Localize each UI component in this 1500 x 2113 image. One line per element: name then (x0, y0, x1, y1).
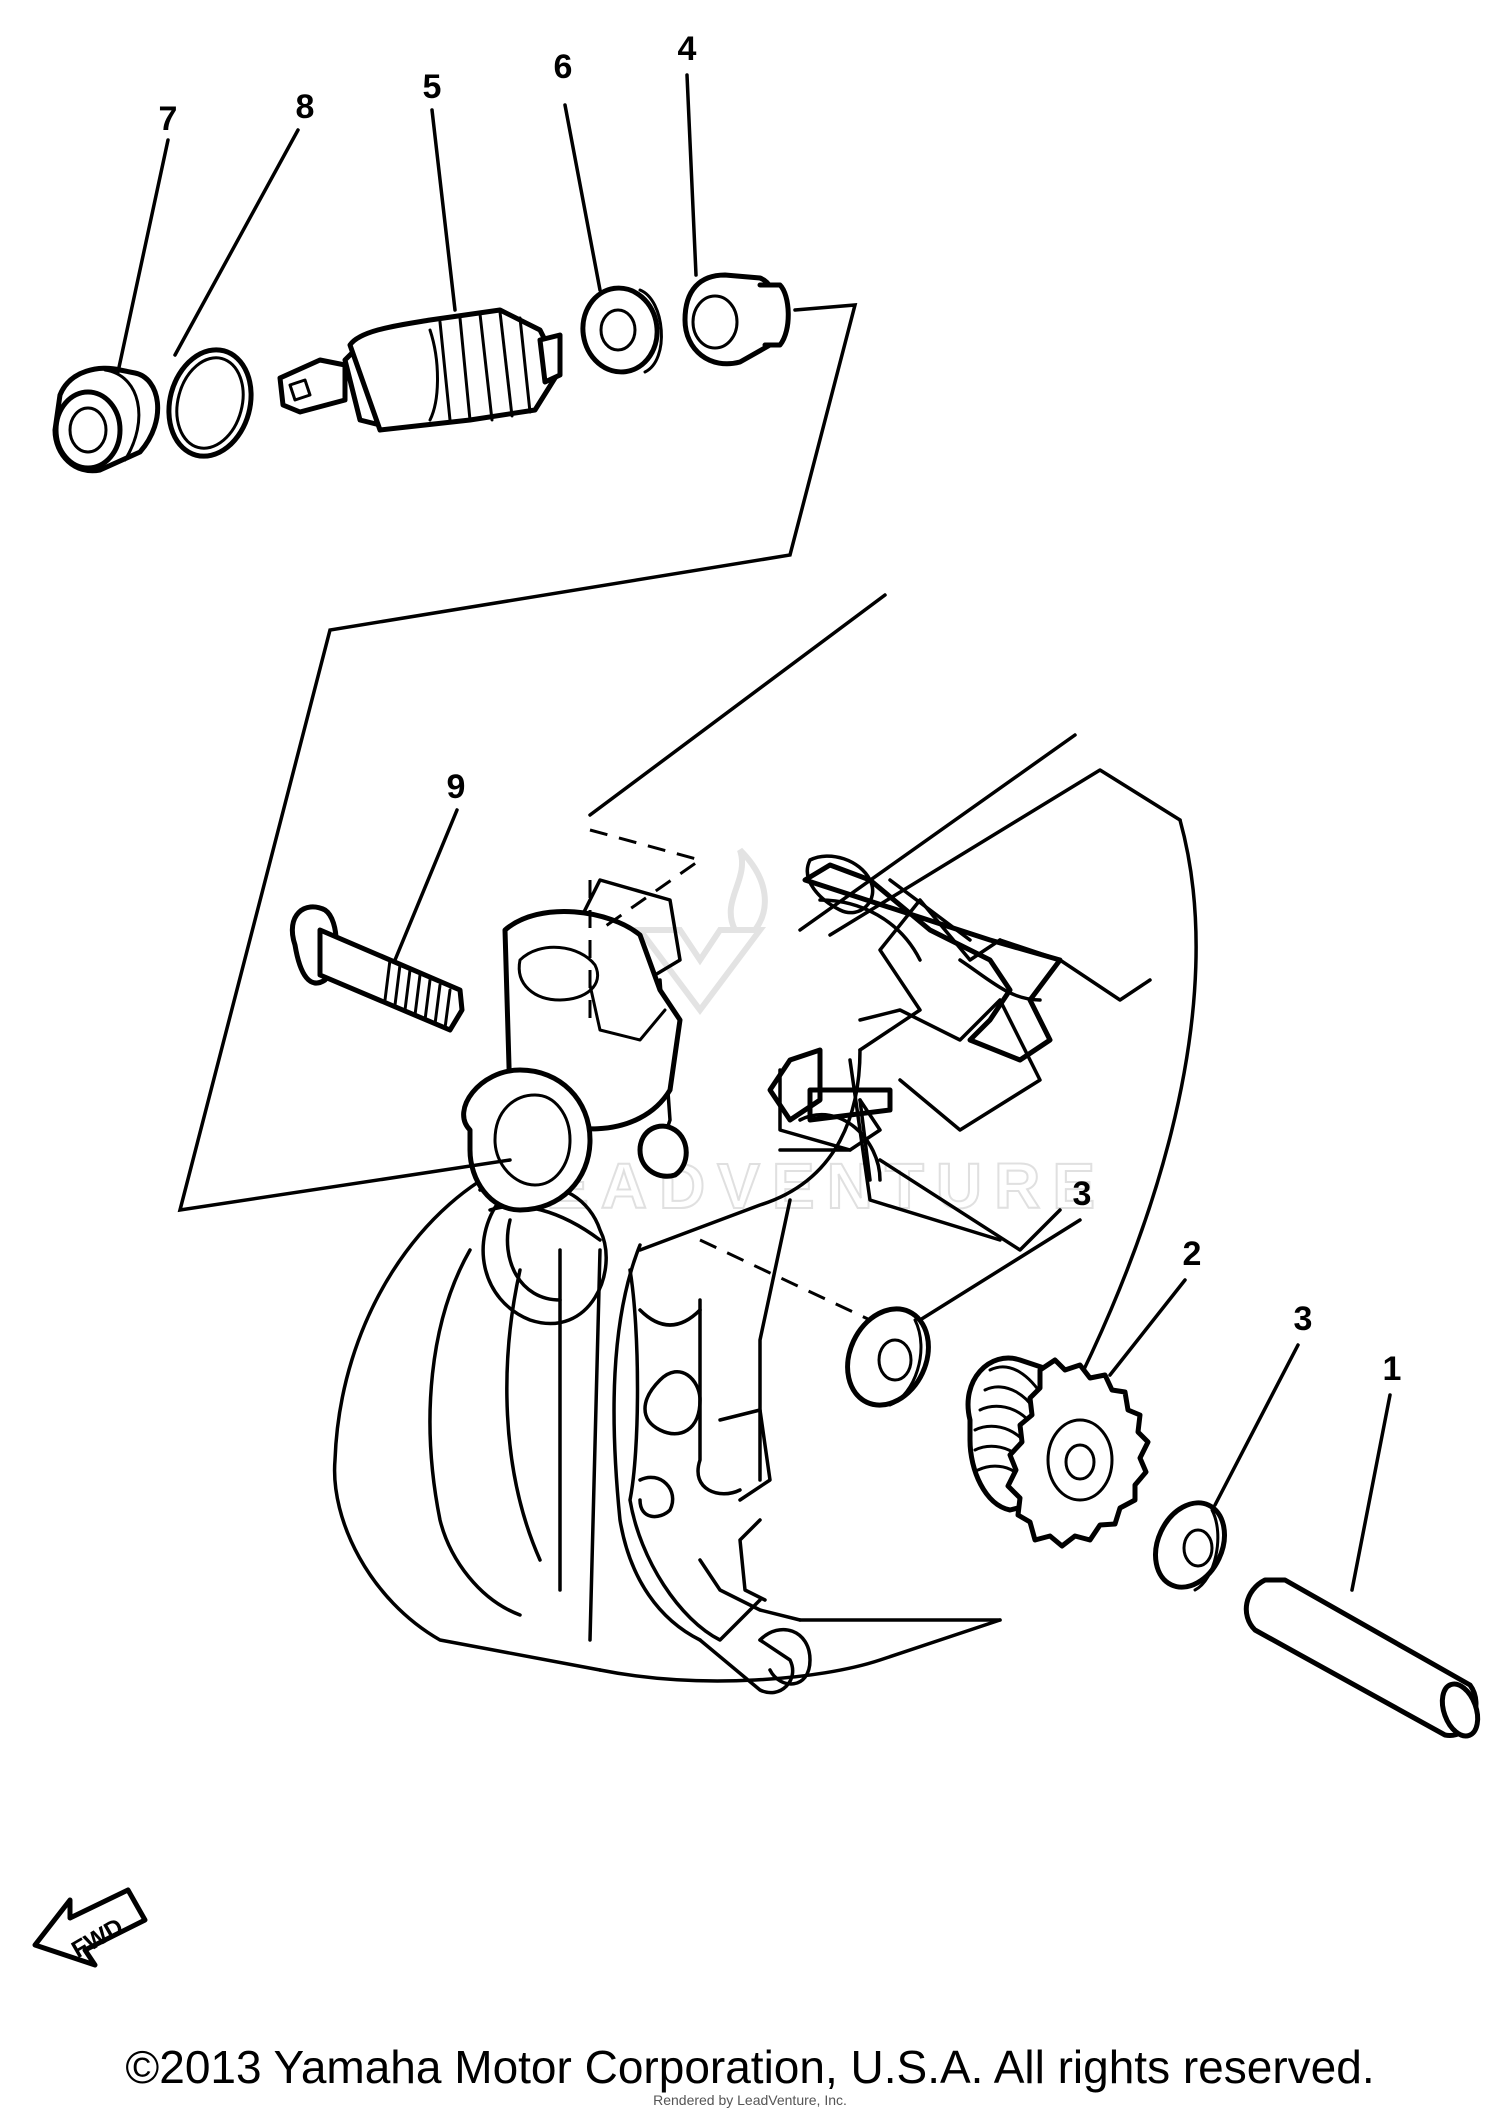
part-3-washer-lower (1153, 1500, 1227, 1592)
leadventure-watermark: LEADVENTURE (494, 847, 1107, 1223)
callout-7: 7 (159, 100, 178, 138)
callout-5: 5 (423, 68, 442, 106)
crankcase-housing (332, 593, 1198, 1695)
rendered-by-note: Rendered by LeadVenture, Inc. (653, 2092, 847, 2108)
part-4-bushing (682, 272, 791, 367)
watermark-text: LEADVENTURE (495, 1150, 1107, 1222)
part-1-shaft (1243, 1577, 1481, 1739)
part-6-washer (580, 285, 663, 375)
part-8-o-ring (166, 347, 254, 459)
callout-6: 6 (554, 48, 573, 86)
callout-labels: 7 8 5 6 4 9 3 2 3 1 (159, 30, 1402, 1388)
callout-1: 1 (1383, 1350, 1402, 1388)
part-3-washer-upper (845, 1306, 931, 1408)
callout-8: 8 (296, 88, 315, 126)
callout-3-lower: 3 (1294, 1300, 1313, 1338)
callout-9: 9 (447, 768, 466, 806)
callout-3-upper: 3 (1073, 1175, 1092, 1213)
part-5-gear-shaft (277, 307, 563, 433)
assembly-reference-line (177, 303, 858, 1213)
copyright-notice: ©2013 Yamaha Motor Corporation, U.S.A. A… (125, 2041, 1375, 2093)
leader-lines (116, 73, 1392, 1592)
part-2-kick-gear (965, 1355, 1151, 1549)
callout-4: 4 (678, 30, 697, 68)
callout-2: 2 (1183, 1235, 1202, 1273)
fwd-arrow-icon: FWD (32, 1887, 148, 1968)
part-9-bolt (289, 904, 465, 1033)
part-7-bearing (52, 365, 161, 474)
